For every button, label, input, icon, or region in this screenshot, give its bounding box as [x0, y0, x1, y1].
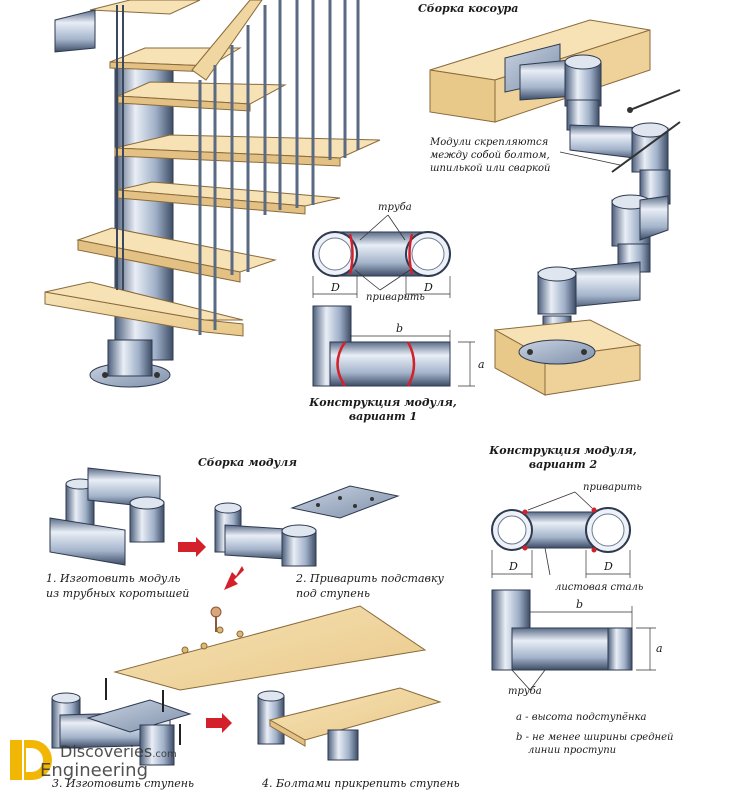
dim-b-v2: b	[576, 598, 584, 611]
watermark-site: Discoveries.com	[60, 742, 177, 761]
module-variant-1	[312, 214, 475, 387]
module-variant-2	[491, 491, 656, 691]
tread-1-top	[44, 281, 244, 321]
step-3: 3. Изготовить ступень	[52, 777, 195, 790]
arrow-right-2	[206, 713, 232, 733]
dim-b-v1: b	[396, 322, 404, 335]
handrail	[191, 0, 263, 81]
dim-a-v1: a	[478, 358, 485, 371]
label-weld-v2: приварить	[583, 482, 642, 493]
engineering-logo-icon	[10, 740, 52, 780]
note-a: a - высота подступёнка	[516, 712, 647, 723]
step-1-line2: из трубных коротышей	[46, 587, 190, 600]
tread-7	[89, 0, 201, 15]
title-module-v2-line1: Конструкция модуля,	[489, 444, 637, 457]
stringer-assembly	[429, 19, 681, 396]
dim-a-v2: a	[656, 642, 663, 655]
step-2-line2: под ступень	[296, 587, 370, 600]
module-assembly	[49, 467, 442, 766]
wood-tread	[113, 605, 427, 691]
spiral-staircase	[44, 0, 381, 388]
tread-support-plate	[290, 485, 400, 519]
label-sheet-steel: листовая сталь	[555, 582, 644, 593]
arrow-right-1	[178, 537, 206, 557]
arrow-diagonal	[224, 566, 244, 590]
step-2-line1: 2. Приварить подставку	[296, 572, 444, 585]
note-modules-joined-1: Модули скрепляются	[430, 137, 549, 148]
note-modules-joined-2: между собой болтом,	[430, 150, 550, 161]
title-module-v1-line2: вариант 1	[348, 410, 418, 423]
dim-D-left-v1: D	[331, 281, 340, 294]
title-stringer-assembly: Сборка косоура	[418, 2, 519, 15]
note-b-line2: линии проступи	[528, 745, 617, 756]
label-pipe-v1: труба	[378, 202, 412, 213]
step-4: 4. Болтами прикрепить ступень	[262, 777, 460, 790]
dim-D-left-v2: D	[509, 560, 518, 573]
dim-D-right-v2: D	[604, 560, 613, 573]
dim-D-right-v1: D	[424, 281, 433, 294]
label-weld-v1: приварить	[366, 292, 425, 303]
title-module-v2-line2: вариант 2	[528, 458, 598, 471]
title-module-assembly: Сборка модуля	[198, 456, 297, 469]
step-1-line1: 1. Изготовить модуль	[46, 572, 181, 585]
note-modules-joined-3: шпилькой или сваркой	[430, 163, 551, 174]
title-module-v1-line1: Конструкция модуля,	[309, 396, 457, 409]
note-b-line1: b - не менее ширины средней	[516, 732, 674, 743]
watermark-brand: Engineering	[40, 760, 148, 781]
label-pipe-v2: труба	[508, 686, 542, 697]
